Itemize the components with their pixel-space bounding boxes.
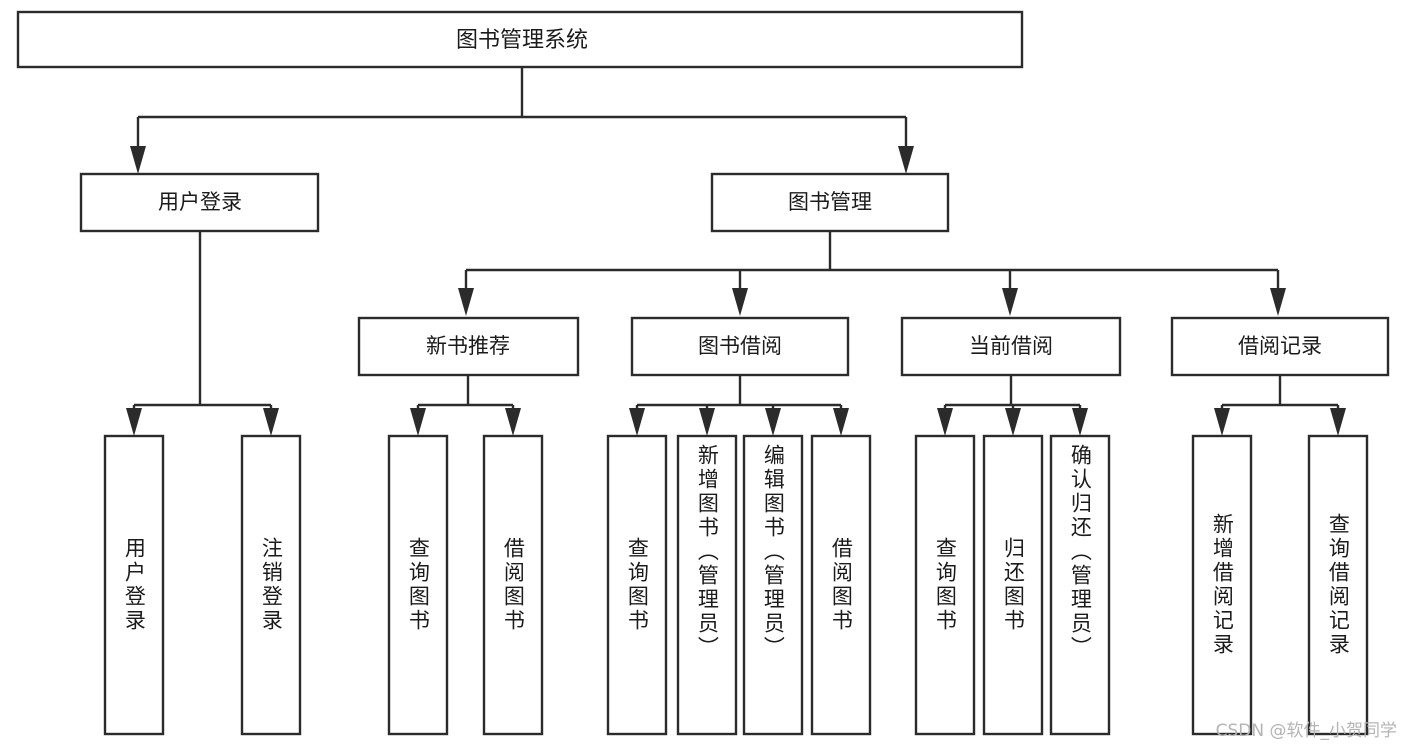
arrow-head-leaf-user-login bbox=[126, 408, 142, 436]
node-label-book-borrow: 图书借阅 bbox=[698, 334, 782, 358]
arrow-head-leaf-confirm-return bbox=[1072, 408, 1088, 436]
arrow-head-leaf-query-record bbox=[1330, 408, 1346, 436]
arrow-head-leaf-query-book-3 bbox=[937, 408, 953, 436]
connector-group-borrow-record bbox=[1214, 375, 1346, 436]
arrow-head-new-book-rec bbox=[458, 288, 474, 316]
node-box-borrow-record[interactable] bbox=[1170, 316, 1390, 377]
node-box-leaf-return-book[interactable] bbox=[982, 434, 1044, 736]
arrow-head-book-borrow bbox=[732, 288, 748, 316]
connector-group-book-manage bbox=[458, 231, 1286, 316]
node-box-book-borrow[interactable] bbox=[630, 316, 850, 377]
arrow-head-current-borrow bbox=[1002, 288, 1018, 316]
node-box-new-book-rec[interactable] bbox=[357, 316, 580, 377]
arrow-head-user-login bbox=[130, 146, 146, 174]
node-box-user-login[interactable] bbox=[79, 172, 320, 233]
node-box-book-manage[interactable] bbox=[710, 172, 950, 233]
arrow-head-leaf-borrow-book-2 bbox=[833, 408, 849, 436]
node-label-root: 图书管理系统 bbox=[456, 28, 588, 53]
arrow-head-leaf-add-book bbox=[699, 408, 715, 436]
arrow-head-leaf-add-record bbox=[1214, 408, 1230, 436]
node-box-leaf-user-login[interactable] bbox=[103, 434, 165, 736]
arrow-head-leaf-borrow-book-1 bbox=[505, 408, 521, 436]
arrow-head-book-manage bbox=[898, 146, 914, 174]
node-label-borrow-record: 借阅记录 bbox=[1238, 334, 1322, 358]
csdn-watermark: CSDN @软件_小贺同学 bbox=[1215, 721, 1397, 741]
arrow-head-borrow-record bbox=[1270, 288, 1286, 316]
arrow-head-leaf-query-book-2 bbox=[629, 408, 645, 436]
node-box-leaf-add-record[interactable] bbox=[1191, 434, 1253, 736]
node-box-leaf-query-book-3[interactable] bbox=[914, 434, 976, 736]
node-box-root[interactable] bbox=[16, 10, 1024, 69]
node-box-current-borrow[interactable] bbox=[900, 316, 1122, 377]
node-box-leaf-query-book-2[interactable] bbox=[606, 434, 668, 736]
node-label-user-login: 用户登录 bbox=[158, 190, 242, 214]
node-box-leaf-borrow-book-2[interactable] bbox=[810, 434, 872, 736]
node-box-leaf-edit-book[interactable] bbox=[742, 434, 804, 736]
arrow-head-leaf-edit-book bbox=[765, 408, 781, 436]
connector-group-current-borrow bbox=[937, 375, 1088, 436]
node-label-book-manage: 图书管理 bbox=[788, 190, 872, 214]
node-box-leaf-query-record[interactable] bbox=[1307, 434, 1369, 736]
node-box-leaf-confirm-return[interactable] bbox=[1049, 434, 1111, 736]
connector-group-new-book-rec bbox=[410, 375, 521, 436]
node-box-leaf-add-book[interactable] bbox=[676, 434, 738, 736]
node-box-leaf-query-book-1[interactable] bbox=[387, 434, 449, 736]
arrow-head-leaf-user-logout bbox=[263, 408, 279, 436]
node-label-current-borrow: 当前借阅 bbox=[969, 334, 1053, 358]
arrow-head-leaf-return-book bbox=[1005, 408, 1021, 436]
node-box-leaf-user-logout[interactable] bbox=[240, 434, 302, 736]
connector-group-user-login bbox=[126, 231, 279, 436]
node-label-new-book-rec: 新书推荐 bbox=[426, 334, 510, 358]
connector-group-book-borrow bbox=[629, 375, 849, 436]
arrow-head-leaf-query-book-1 bbox=[410, 408, 426, 436]
node-box-leaf-borrow-book-1[interactable] bbox=[482, 434, 544, 736]
connector-group-root bbox=[130, 67, 914, 174]
